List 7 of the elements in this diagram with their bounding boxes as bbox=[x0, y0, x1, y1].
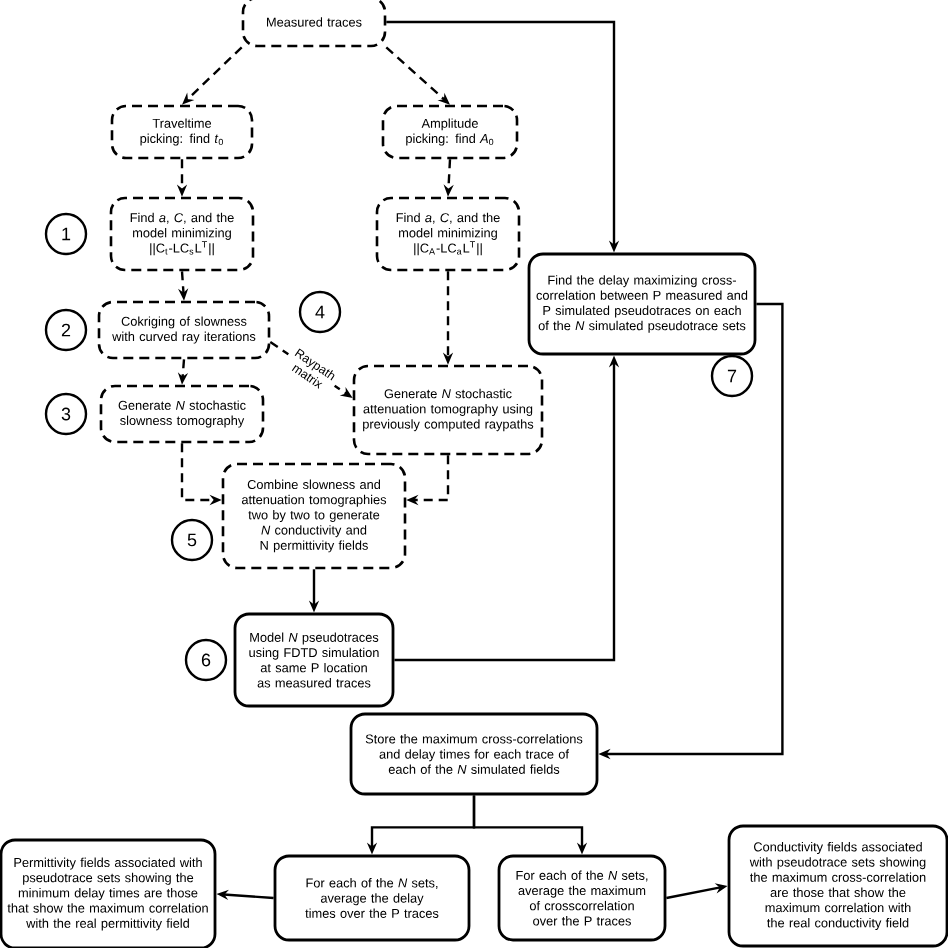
callout-number: 4 bbox=[298, 290, 342, 334]
callout-number: 6 bbox=[184, 638, 228, 682]
callout-number: 2 bbox=[44, 308, 88, 352]
callout-number: 5 bbox=[170, 518, 214, 562]
callout-number: 3 bbox=[44, 392, 88, 436]
callout-number: 1 bbox=[44, 212, 88, 256]
callout-number: 7 bbox=[710, 354, 754, 398]
